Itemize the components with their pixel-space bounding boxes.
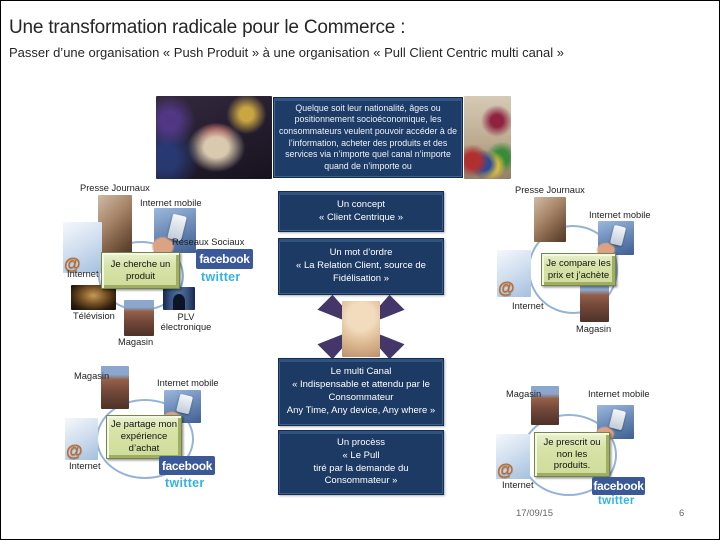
bubble-je-compare: Je compare les prix et j’achète bbox=[541, 253, 616, 286]
photo-internet-mobile bbox=[595, 221, 634, 258]
facebook-logo: facebook bbox=[159, 456, 215, 475]
slide-page-number: 6 bbox=[679, 508, 685, 519]
twitter-logo: twitter bbox=[598, 495, 635, 507]
photo-presse-journaux bbox=[98, 195, 132, 253]
motdordre-box: Un mot d’ordre « La Relation Client, sou… bbox=[278, 238, 444, 295]
facebook-logo: facebook bbox=[592, 477, 645, 495]
photo-internet: @ bbox=[496, 434, 530, 479]
photo-magasin bbox=[124, 300, 154, 336]
bubble-je-cherche: Je cherche un produit bbox=[101, 252, 180, 289]
at-icon: @ bbox=[64, 254, 81, 273]
photo-consumer-center bbox=[342, 301, 380, 357]
page-subtitle: Passer d’une organisation « Push Produit… bbox=[9, 45, 564, 60]
slide-date: 17/09/15 bbox=[516, 508, 553, 519]
channel-label-mobile: Internet mobile bbox=[140, 198, 202, 208]
page-title: Une transformation radicale pour le Comm… bbox=[9, 17, 406, 38]
facebook-logo: facebook bbox=[196, 249, 253, 269]
bubble-je-prescrit: Je prescrit ou non les produits. bbox=[534, 432, 610, 477]
bubble-je-partage: Je partage mon expérience d’achat bbox=[106, 415, 182, 459]
photo-internet: @ bbox=[497, 250, 531, 297]
photo-plv-electronique bbox=[163, 287, 195, 310]
photo-internet: @ bbox=[63, 222, 102, 273]
channel-label-presse: Presse Journaux bbox=[80, 183, 150, 193]
channel-label-mobile: Internet mobile bbox=[157, 378, 219, 388]
twitter-logo: twitter bbox=[165, 476, 205, 490]
channel-label-internet: Internet bbox=[512, 301, 544, 311]
channel-label-mobile: Internet mobile bbox=[588, 389, 650, 399]
channel-label-magasin: Magasin bbox=[506, 389, 542, 399]
channel-label-magasin: Magasin bbox=[118, 337, 154, 347]
photo-internet-mobile bbox=[151, 208, 196, 257]
channel-label-magasin: Magasin bbox=[576, 324, 612, 334]
photo-shopper-in-store bbox=[156, 96, 272, 179]
consumer-statement-banner: Quelque soit leur nationalité, âges ou p… bbox=[273, 97, 463, 178]
channel-label-sociaux: Réseaux Sociaux bbox=[172, 237, 245, 247]
twitter-logo: twitter bbox=[201, 270, 241, 284]
photo-television bbox=[71, 285, 116, 310]
photo-magasin bbox=[580, 282, 609, 322]
channel-label-internet: Internet bbox=[502, 480, 534, 490]
photo-magasin bbox=[531, 386, 559, 425]
process-box: Un procèss « Le Pull tiré par la demande… bbox=[278, 430, 444, 495]
photo-shopping-couple bbox=[464, 96, 511, 179]
channel-label-internet: Internet bbox=[67, 269, 99, 279]
channel-label-mobile: Internet mobile bbox=[589, 210, 651, 220]
at-icon: @ bbox=[497, 460, 514, 479]
at-icon: @ bbox=[66, 441, 83, 460]
channel-label-television: Télévision bbox=[73, 311, 115, 321]
channel-label-presse: Presse Journaux bbox=[515, 185, 585, 195]
channel-label-magasin: Magasin bbox=[74, 371, 110, 381]
channel-label-plv: PLV électronique bbox=[160, 312, 212, 332]
channel-label-internet: Internet bbox=[69, 461, 101, 471]
photo-presse-journaux bbox=[534, 197, 566, 242]
concept-box: Un concept « Client Centrique » bbox=[278, 191, 444, 232]
multicanal-box: Le multi Canal « Indispensable et attend… bbox=[278, 358, 444, 426]
at-icon: @ bbox=[498, 278, 515, 297]
photo-internet: @ bbox=[65, 418, 98, 460]
photo-magasin bbox=[101, 366, 129, 409]
